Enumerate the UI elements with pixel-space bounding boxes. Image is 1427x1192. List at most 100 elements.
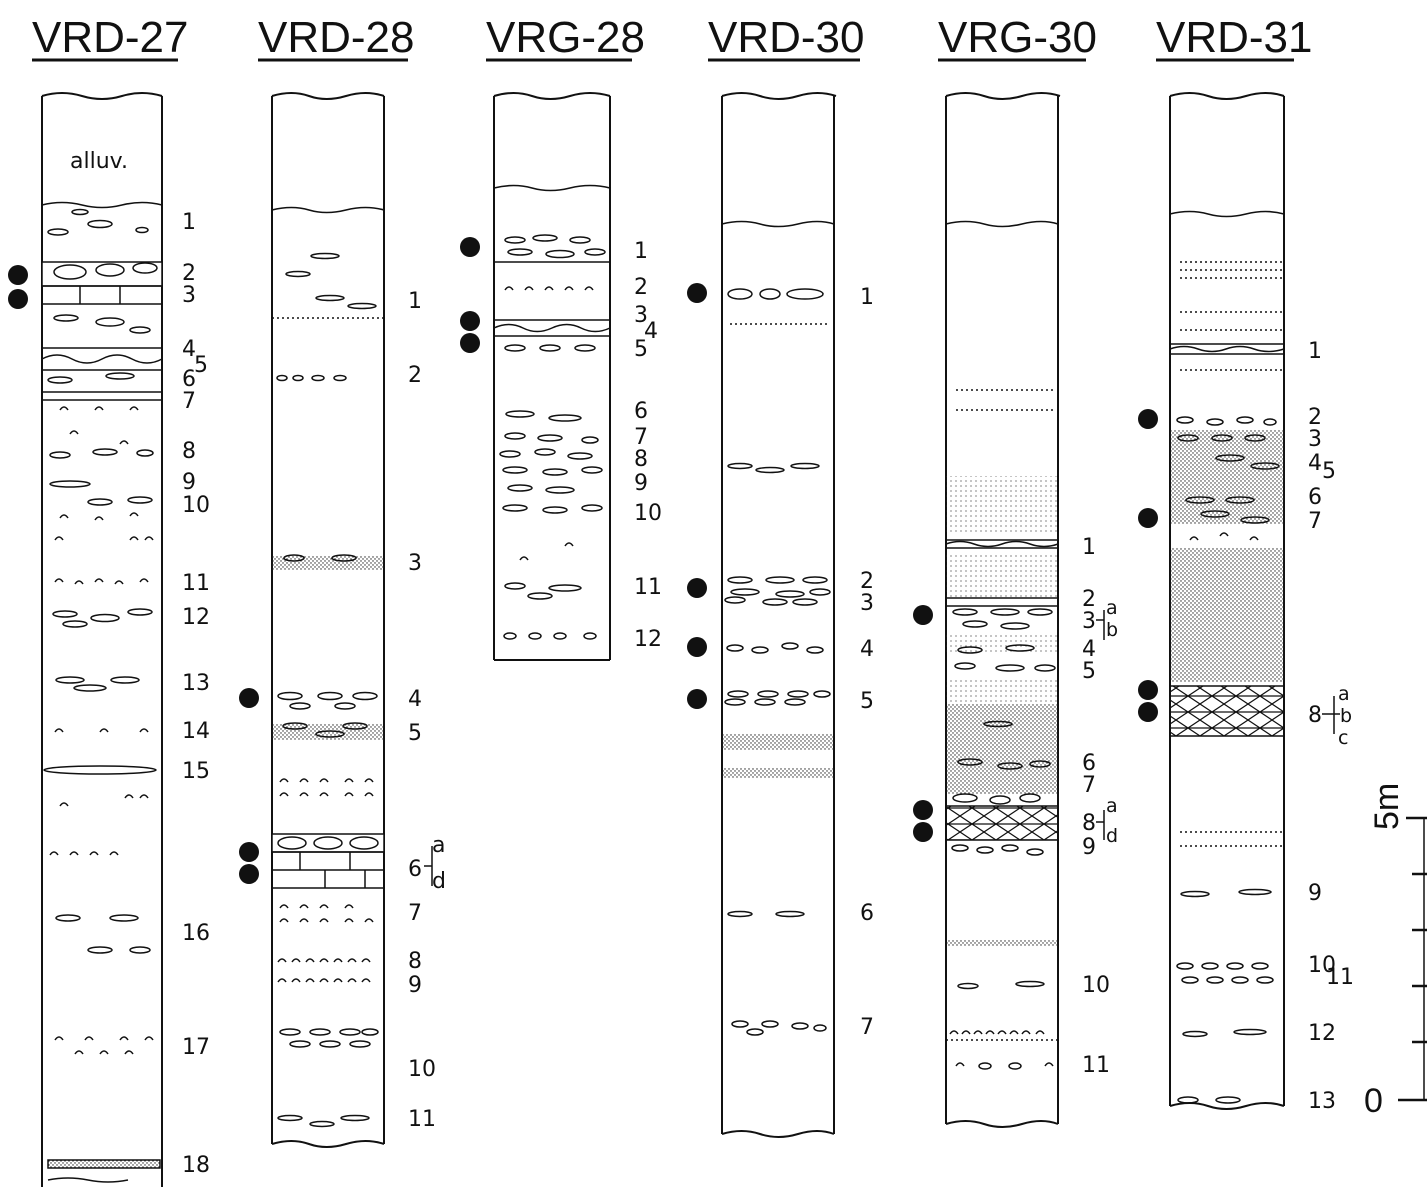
bed-number-label: a	[1106, 597, 1118, 619]
bed-number-label: 7	[1308, 509, 1322, 534]
bed-labels-vrd-28: 1 2 3 4 5 6 a d 7 8 9 10 11	[408, 289, 446, 1132]
bed-number-label: 5	[1322, 459, 1336, 484]
column-vrg-30: 1 2 3 a b 4 5 6 7 8 a d 9 10 11	[913, 92, 1118, 1128]
sample-dot	[913, 800, 933, 820]
bed-number-label: 1	[860, 285, 874, 310]
bed-number-label: 4	[408, 687, 422, 712]
bed-number-label: 5	[408, 721, 422, 746]
bed-number-label: 5	[860, 689, 874, 714]
alluvium-note: alluv.	[70, 149, 128, 174]
bed-number-label: 2	[1308, 405, 1322, 430]
bed-number-label: 6	[408, 857, 422, 882]
sample-dot	[687, 578, 707, 598]
bed-labels-vrd-31: 1 2 3 4 5 6 7 8 a b c 9 10 11 12 13	[1308, 339, 1354, 1114]
bed-number-label: 2	[1082, 587, 1096, 612]
bed-number-label: 9	[1308, 881, 1322, 906]
bed-number-label: 9	[1082, 835, 1096, 860]
scale-zero-label: 0	[1364, 1082, 1383, 1120]
bed-number-label: 11	[408, 1107, 436, 1132]
bed-number-label: 12	[634, 627, 662, 652]
bed-number-label: 18	[182, 1153, 210, 1178]
bed-number-label: 7	[408, 901, 422, 926]
bed-labels-vrg-28: 1 2 3 4 5 6 7 8 9 10 11 12	[634, 239, 662, 652]
bed-number-label: 4	[182, 337, 196, 362]
bed-number-label: 11	[634, 575, 662, 600]
sample-dot	[460, 311, 480, 331]
bed-number-label: a	[1106, 795, 1118, 817]
bed-number-label: 11	[182, 571, 210, 596]
bed-number-label: 9	[634, 471, 648, 496]
bed-number-label: d	[432, 869, 446, 894]
bed-number-label: 4	[860, 637, 874, 662]
bed-number-label: 8	[634, 447, 648, 472]
bed-number-label: 2	[634, 275, 648, 300]
sample-dot	[239, 864, 259, 884]
column-vrd-31: 1 2 3 4 5 6 7 8 a b c 9 10 11 12 13	[1138, 92, 1354, 1114]
sample-dot	[8, 265, 28, 285]
column-vrd-27: alluv.	[8, 92, 210, 1187]
bed-number-label: b	[1106, 619, 1118, 641]
bed-number-label: 8	[1308, 703, 1322, 728]
bed-labels-vrd-27: 1 2 3 4 5 6 7 8 9 10 11 12 13 14 15 16 1…	[182, 210, 210, 1178]
bed-number-label: 3	[860, 591, 874, 616]
scale-top-label: 5m	[1368, 783, 1406, 830]
bed-number-label: 9	[408, 973, 422, 998]
bed-number-label: 1	[1082, 535, 1096, 560]
sample-dot	[239, 688, 259, 708]
scale-bar: 5m 0	[1364, 783, 1427, 1120]
bed-number-label: 17	[182, 1035, 210, 1060]
bed-number-label: 8	[182, 439, 196, 464]
bed-labels-vrg-30: 1 2 3 a b 4 5 6 7 8 a d 9 10 11	[1082, 535, 1118, 1078]
bed-number-label: 5	[634, 337, 648, 362]
sample-dot	[460, 333, 480, 353]
bed-number-label: 10	[1308, 953, 1336, 978]
bed-number-label: a	[1338, 683, 1350, 705]
bed-number-label: 5	[194, 353, 208, 378]
bed-number-label: 10	[1082, 973, 1110, 998]
bed-number-label: 6	[860, 901, 874, 926]
bed-labels-vrd-30: 1 2 3 4 5 6 7	[860, 285, 874, 1040]
bed-number-label: 4	[1082, 637, 1096, 662]
sample-dot	[1138, 409, 1158, 429]
bed-number-label: 12	[182, 605, 210, 630]
sample-dot	[1138, 702, 1158, 722]
bed-number-label: a	[432, 833, 445, 858]
bed-number-label: 10	[182, 493, 210, 518]
sample-dot	[8, 289, 28, 309]
column-title-vrg-28: VRG-28	[486, 13, 645, 62]
column-title-vrd-27: VRD-27	[32, 13, 189, 62]
bed-number-label: 2	[182, 261, 196, 286]
bed-number-label: 10	[408, 1057, 436, 1082]
bed-number-label: 9	[182, 470, 196, 495]
column-vrg-28: 1 2 3 4 5 6 7 8 9 10 11 12	[460, 92, 662, 661]
bed-number-label: d	[1106, 825, 1118, 847]
bed-number-label: 7	[182, 389, 196, 414]
column-title-vrd-30: VRD-30	[708, 13, 865, 62]
bed-number-label: 11	[1082, 1053, 1110, 1078]
column-titles: VRD-27 VRD-28 VRG-28 VRD-30 VRG-30 VRD-3…	[32, 13, 1313, 62]
bed-number-label: 10	[634, 501, 662, 526]
column-title-vrd-31: VRD-31	[1156, 13, 1313, 62]
bed-number-label: 3	[1308, 427, 1322, 452]
bed-number-label: 1	[408, 289, 422, 314]
sample-dot	[687, 637, 707, 657]
bed-number-label: 14	[182, 719, 210, 744]
bed-number-label: 6	[1308, 485, 1322, 510]
sample-dot	[687, 689, 707, 709]
bed-number-label: 12	[1308, 1021, 1336, 1046]
sample-dot	[460, 237, 480, 257]
bed-number-label: 3	[634, 303, 648, 328]
bed-number-label: 5	[1082, 659, 1096, 684]
bed-number-label: 8	[408, 949, 422, 974]
bed-number-label: 8	[1082, 811, 1096, 836]
bed-number-label: 6	[634, 399, 648, 424]
column-vrd-30: 1 2 3 4 5 6 7	[687, 92, 874, 1138]
bed-number-label: 11	[1326, 965, 1354, 990]
sample-dot	[239, 842, 259, 862]
bed-number-label: 4	[644, 319, 658, 344]
bed-number-label: 2	[860, 569, 874, 594]
sample-dot	[913, 605, 933, 625]
bed-number-label: b	[1340, 705, 1352, 727]
bed-number-label: 6	[1082, 751, 1096, 776]
